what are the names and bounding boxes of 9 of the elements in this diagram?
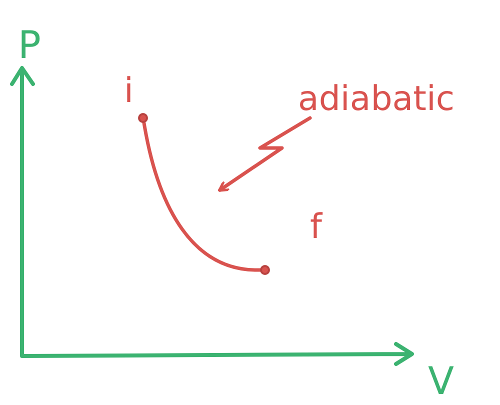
state-label: i bbox=[124, 74, 134, 108]
process-label: adiabatic bbox=[298, 82, 455, 116]
state-point bbox=[260, 265, 270, 275]
state-label: f bbox=[310, 210, 322, 244]
state-point bbox=[138, 113, 148, 123]
axis-label: P bbox=[18, 26, 41, 64]
process-curve bbox=[142, 121, 262, 272]
leader-arrow bbox=[218, 116, 312, 192]
axis-label: V bbox=[428, 362, 454, 400]
